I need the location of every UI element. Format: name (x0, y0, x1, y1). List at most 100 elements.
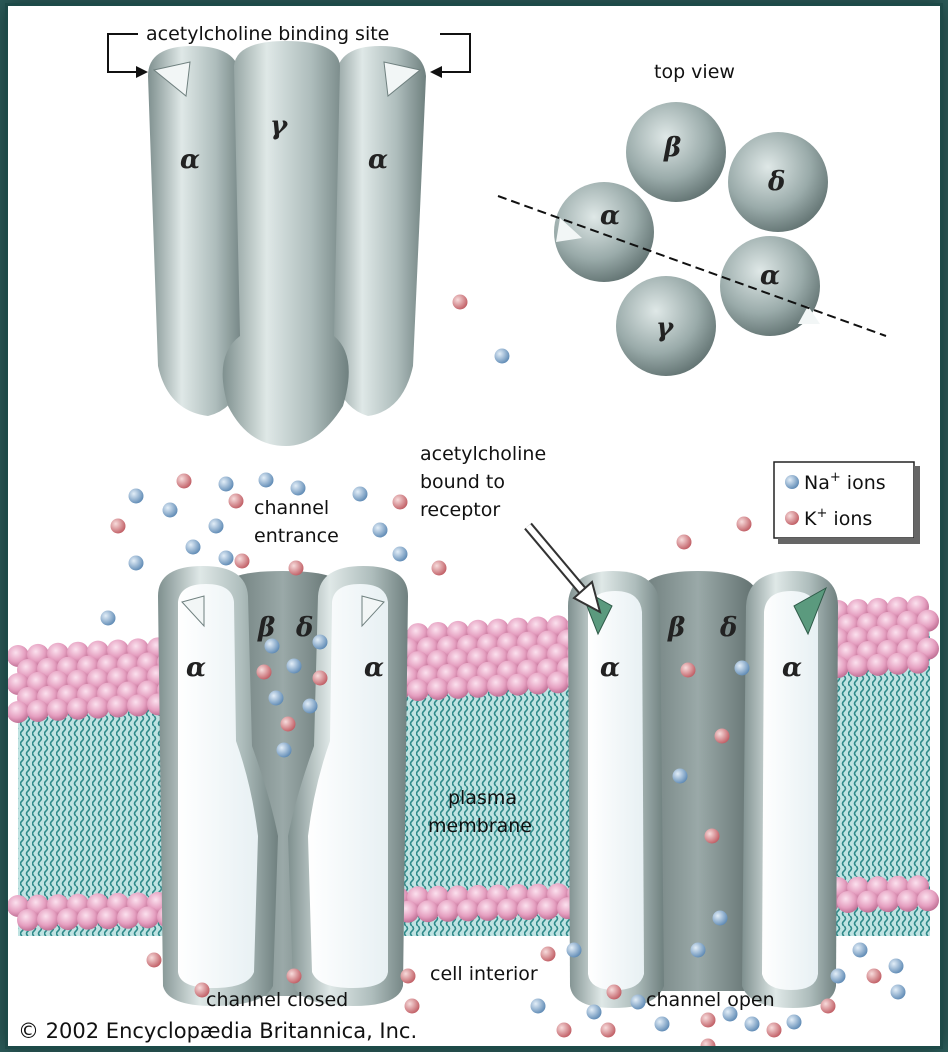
na-ion (291, 481, 306, 496)
k-ion (287, 969, 302, 984)
na-ion (393, 547, 408, 562)
na-ion (889, 959, 904, 974)
subunit-alpha-label: α (600, 201, 620, 231)
k-ion (541, 947, 556, 962)
k-ion (557, 1023, 572, 1038)
bound-label-line1: acetylcholine (420, 443, 546, 465)
membrane-label-line1: plasma (448, 787, 517, 809)
k-ion (229, 494, 244, 509)
na-ion (209, 519, 224, 534)
k-ion (281, 717, 296, 732)
subunit-delta-label: δ (295, 613, 313, 643)
receptor-diagram: α γ α acetylcholine binding site top vie… (8, 6, 940, 1046)
channel-open-label: channel open (646, 989, 775, 1011)
lipid-head (497, 898, 519, 920)
lipid-head (527, 672, 549, 694)
membrane-label-line2: membrane (428, 815, 532, 837)
na-ion (129, 556, 144, 571)
na-ion (219, 551, 234, 566)
lipid-head (837, 891, 859, 913)
k-legend-label: K+ ions (804, 506, 872, 530)
open-channel: α β δ α (568, 571, 838, 1008)
subunit-alpha-label: α (186, 653, 206, 683)
gamma-subunit (223, 41, 349, 446)
na-ion (713, 911, 728, 926)
na-ion (531, 999, 546, 1014)
k-ion (607, 985, 622, 1000)
subunit-beta-label: β (257, 613, 275, 643)
na-ion (631, 995, 646, 1010)
na-ion (567, 943, 582, 958)
na-ion (831, 969, 846, 984)
na-ion (269, 691, 284, 706)
lipid-head (57, 908, 79, 930)
na-ion (587, 1005, 602, 1020)
subunit-alpha-label: α (368, 145, 388, 175)
k-ion (111, 519, 126, 534)
lipid-head (97, 907, 119, 929)
lipid-head (117, 907, 139, 929)
k-ion (701, 1013, 716, 1028)
k-ion (147, 953, 162, 968)
top-channel-pore (671, 216, 715, 260)
closed-channel: α β δ α (158, 566, 408, 1006)
lipid-head (447, 677, 469, 699)
ion-legend: Na+ ions K+ ions (774, 462, 920, 544)
k-ion (235, 554, 250, 569)
entrance-label-line1: channel (254, 497, 329, 519)
na-ion (673, 769, 688, 784)
lipid-head (127, 694, 149, 716)
lipid-head (547, 671, 569, 693)
k-ion (432, 561, 447, 576)
lipid-head (17, 909, 39, 931)
na-ion (219, 477, 234, 492)
receptor-side-view: α γ α (148, 41, 426, 446)
lipid-head (417, 900, 439, 922)
lipid-head (8, 701, 29, 723)
k-ion (313, 671, 328, 686)
na-ion (259, 473, 274, 488)
k-ion (867, 969, 882, 984)
na-ion (129, 489, 144, 504)
k-ion (767, 1023, 782, 1038)
lipid-head (67, 698, 89, 720)
lipid-head (137, 906, 159, 928)
na-ion (495, 349, 510, 364)
na-legend-label: Na+ ions (804, 470, 886, 494)
channel-closed-label: channel closed (206, 989, 348, 1011)
na-ion (745, 1017, 760, 1032)
lipid-head (457, 899, 479, 921)
lipid-head (847, 655, 869, 677)
lipid-head (907, 652, 929, 674)
na-ion (186, 540, 201, 555)
lipid-head (877, 890, 899, 912)
entrance-label-line2: entrance (254, 525, 339, 547)
na-ion (655, 1017, 670, 1032)
k-ion (405, 999, 420, 1014)
lipid-head (47, 699, 69, 721)
k-ion (737, 517, 752, 532)
k-ion (821, 999, 836, 1014)
lipid-head (507, 674, 529, 696)
lipid-head (857, 891, 879, 913)
lipid-head (487, 675, 509, 697)
k-ion (393, 495, 408, 510)
k-ion (289, 561, 304, 576)
lipid-head (427, 678, 449, 700)
k-ion (705, 829, 720, 844)
na-ion (313, 635, 328, 650)
subunit-delta-label: δ (767, 167, 785, 197)
k-ion (701, 1039, 716, 1047)
k-ion (257, 665, 272, 680)
lipid-head (897, 890, 919, 912)
na-ion (853, 943, 868, 958)
subunit-beta-label: β (667, 613, 685, 643)
subunit-alpha-label: α (364, 653, 384, 683)
subunit-alpha-label: α (782, 653, 802, 683)
subunit-alpha-label: α (760, 261, 780, 291)
receptor-top-view: top view β δ α α γ (498, 61, 886, 376)
diagram-frame: α γ α acetylcholine binding site top vie… (8, 6, 940, 1046)
lipid-head (407, 679, 429, 701)
lipid-head (867, 654, 889, 676)
na-ion (735, 661, 750, 676)
